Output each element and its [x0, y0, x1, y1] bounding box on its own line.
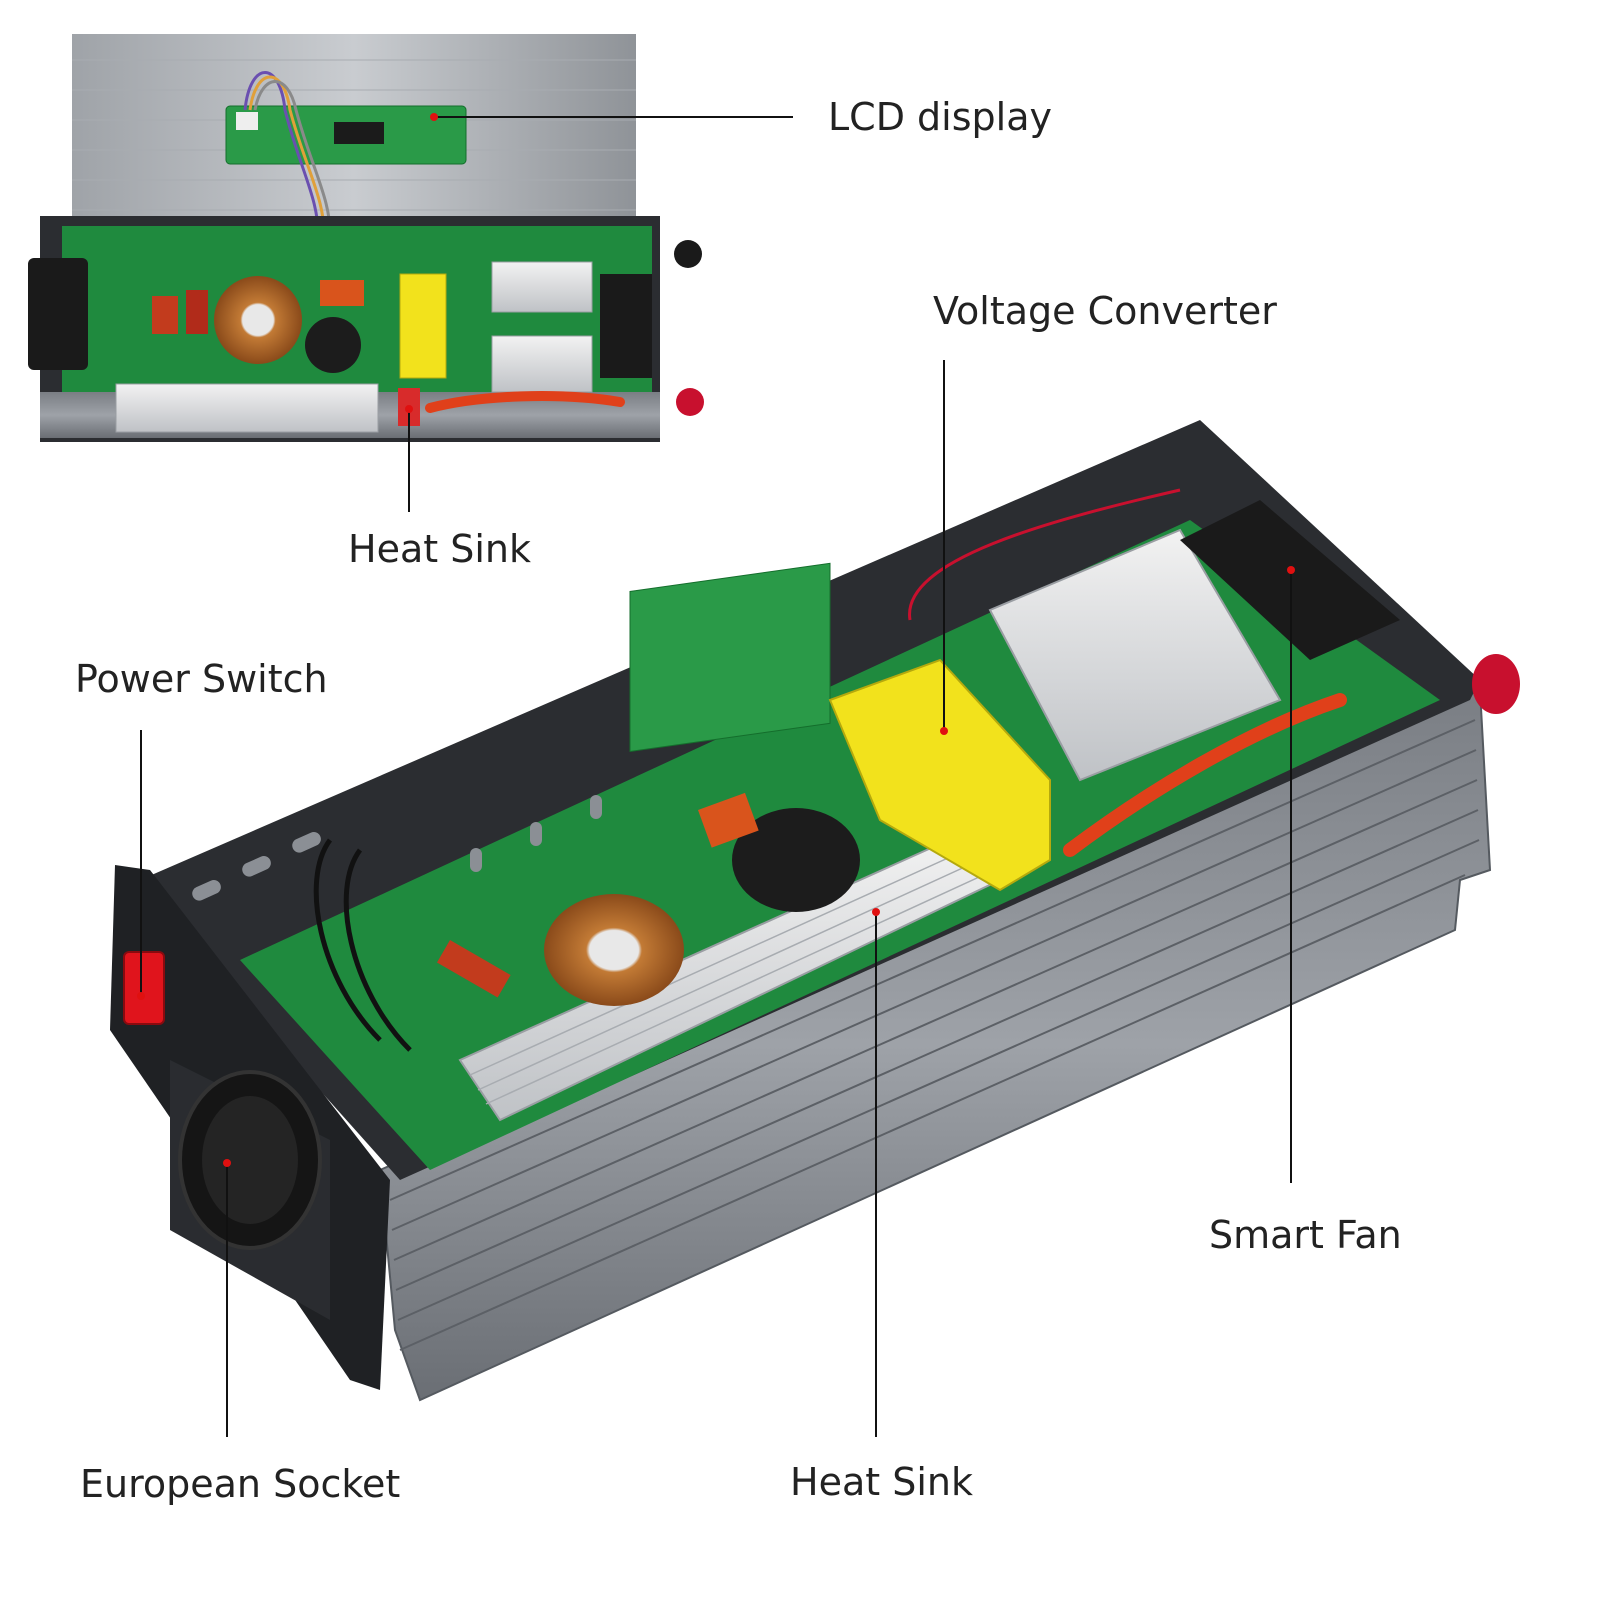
marker-dot-icon: [223, 1159, 231, 1167]
marker-dot-icon: [405, 405, 413, 413]
marker-dot-icon: [872, 908, 880, 916]
callout-lcd-display: LCD display: [828, 95, 1052, 139]
callout-smart-fan: Smart Fan: [1209, 1213, 1402, 1257]
callout-power-switch: Power Switch: [75, 657, 328, 701]
callout-voltage-converter: Voltage Converter: [933, 289, 1277, 333]
callout-european-socket: European Socket: [80, 1462, 401, 1506]
marker-dot-icon: [940, 727, 948, 735]
callout-heat-sink-bottom: Heat Sink: [790, 1460, 973, 1504]
marker-dot-icon: [430, 113, 438, 121]
marker-dot-icon: [1287, 566, 1295, 574]
marker-dot-icon: [137, 992, 145, 1000]
callout-heat-sink-top: Heat Sink: [348, 527, 531, 571]
